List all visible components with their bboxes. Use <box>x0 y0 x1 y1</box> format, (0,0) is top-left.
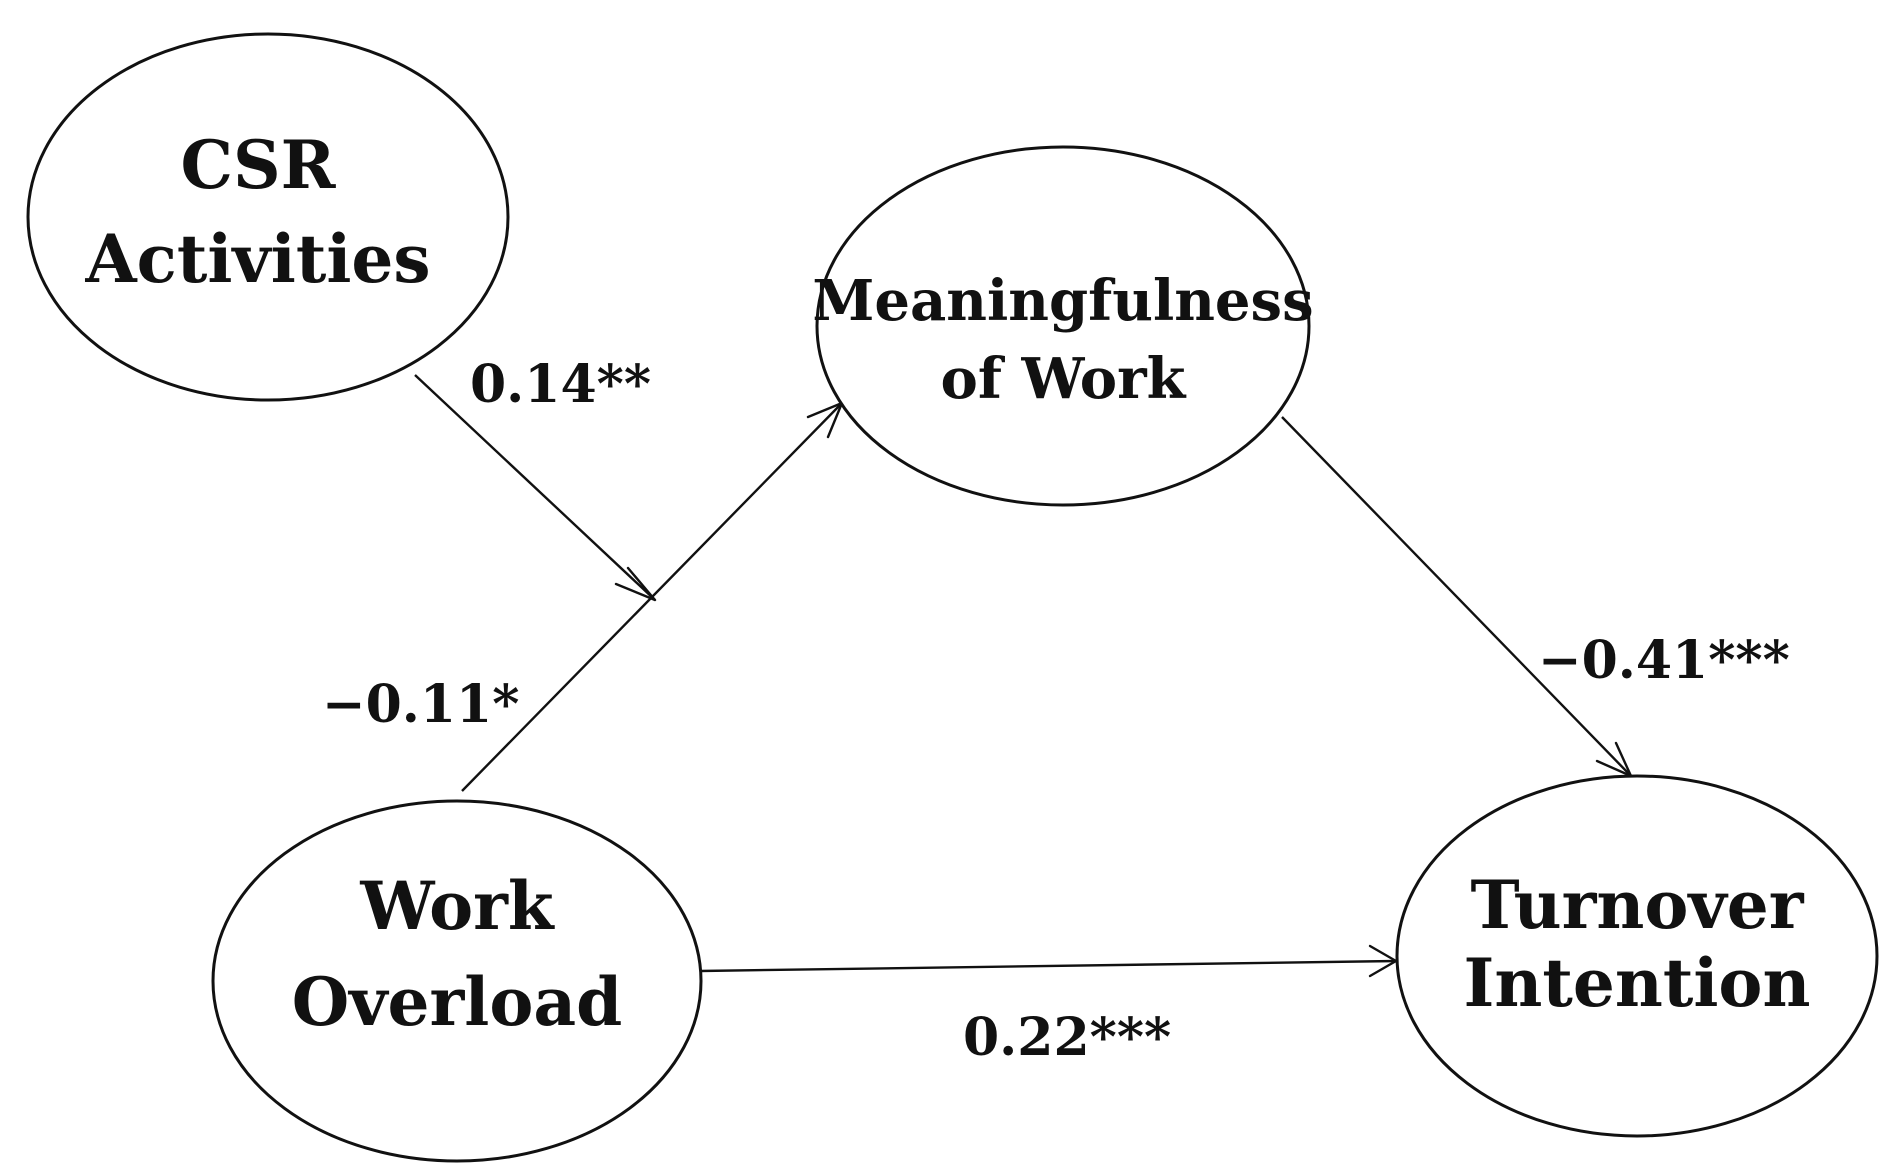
edge-csr-moderation <box>414 374 656 601</box>
node-overload-ellipse <box>211 799 703 1163</box>
label-overload-to-turnover: 0.22*** <box>963 1007 1171 1068</box>
edge-meaning-to-turnover <box>1281 416 1632 777</box>
edge-overload-to-meaning <box>461 402 843 792</box>
node-meaningfulness-of-work: Meaningfulness of Work <box>812 145 1314 507</box>
node-meaning-ellipse <box>815 145 1311 507</box>
node-overload-line1: Work <box>359 867 555 945</box>
node-work-overload: Work Overload <box>211 799 703 1163</box>
node-meaning-line2: of Work <box>941 346 1187 412</box>
edge-labels: 0.14** −0.11* −0.41*** 0.22*** <box>322 354 1790 1068</box>
node-csr-ellipse <box>26 32 510 402</box>
node-overload-line2: Overload <box>292 963 623 1041</box>
label-csr-moderation: 0.14** <box>470 354 651 415</box>
edges <box>414 374 1633 978</box>
label-meaning-to-turnover: −0.41*** <box>1538 630 1790 691</box>
node-turnover-line1: Turnover <box>1471 866 1805 944</box>
node-csr-activities: CSR Activities <box>26 32 510 402</box>
arrowhead-csr-moderation <box>614 566 657 602</box>
edge-overload-to-turnover <box>699 959 1397 973</box>
label-overload-to-meaning: −0.11* <box>322 674 519 735</box>
node-turnover-intention: Turnover Intention <box>1395 774 1879 1138</box>
node-csr-line1: CSR <box>180 126 336 204</box>
node-turnover-line2: Intention <box>1464 944 1811 1022</box>
node-turnover-ellipse <box>1395 774 1879 1138</box>
node-csr-line2: Activities <box>84 220 430 298</box>
node-meaning-line1: Meaningfulness <box>812 268 1313 334</box>
